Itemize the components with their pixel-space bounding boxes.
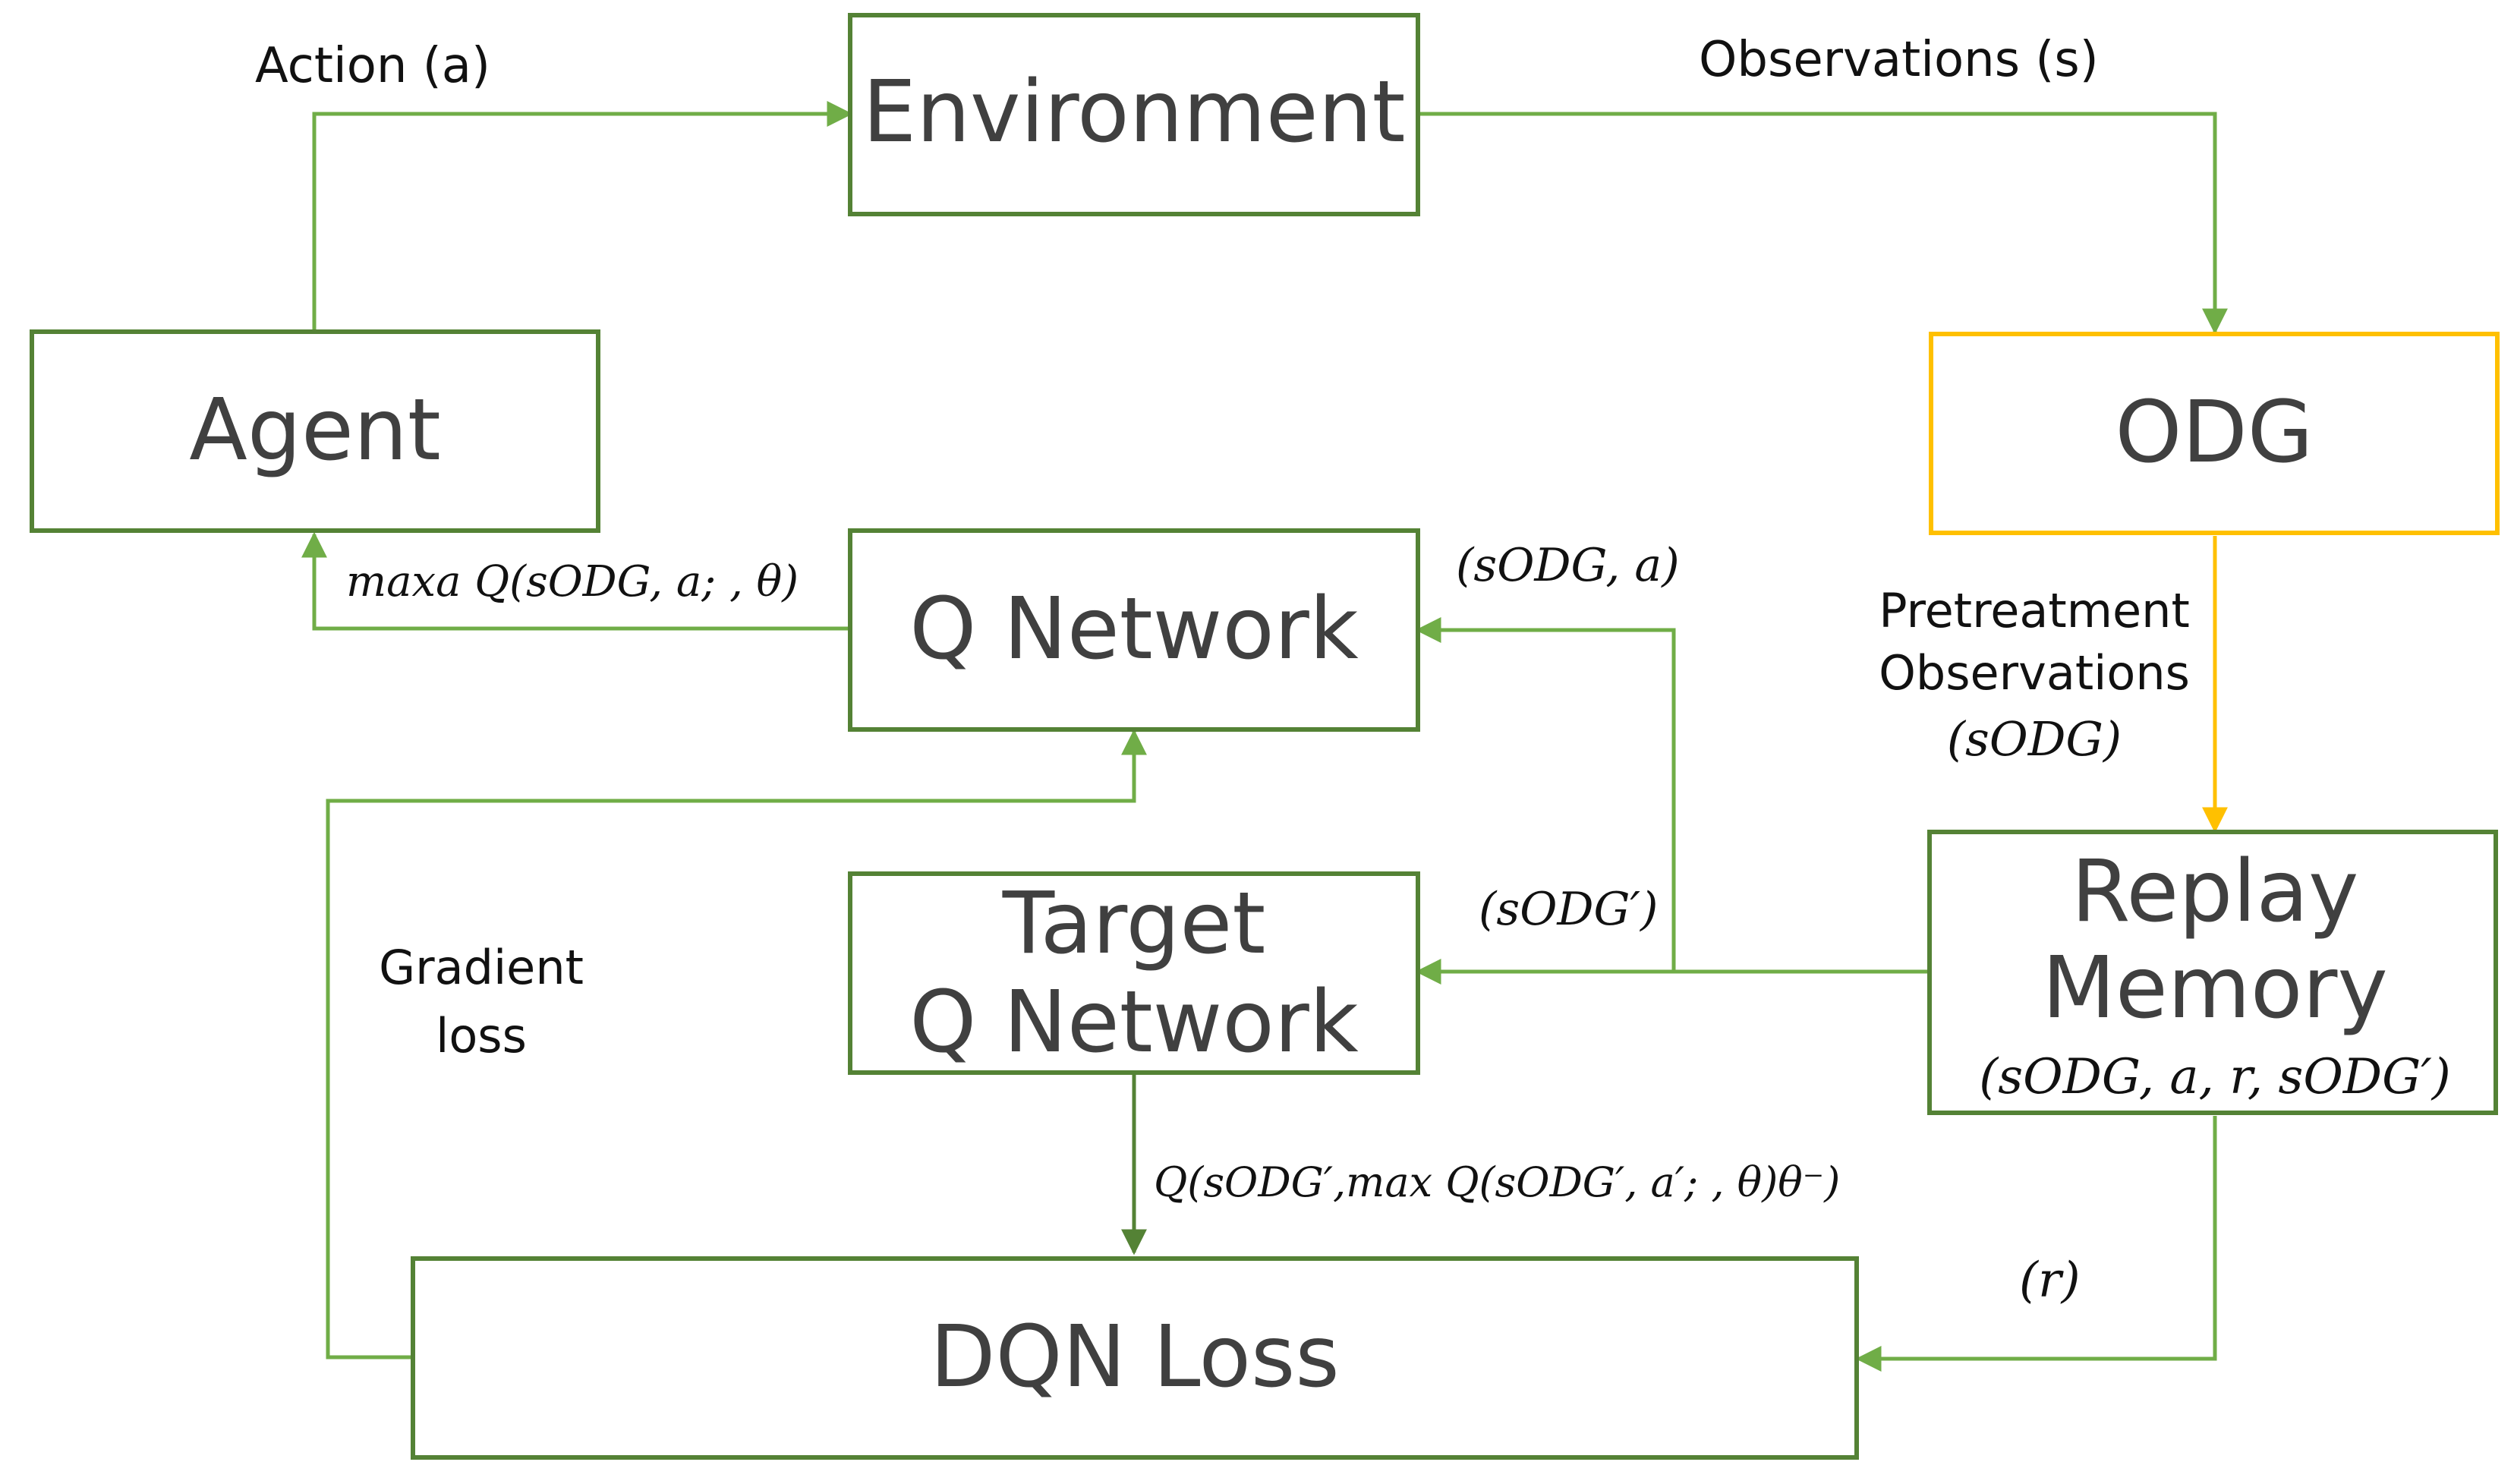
action-arrow [312,101,853,332]
gradient-loss-label-line2: loss [436,1008,527,1063]
target-q-label: Q(sODG′,max Q(sODG′, a′; , θ)θ⁻) [1154,1158,1840,1206]
dqn-loss-label: DQN Loss [930,1308,1339,1407]
odg-label: ODG [2115,383,2313,482]
max-q-label: maxa Q(sODG, a; , θ) [346,557,799,607]
reward-label: (r) [2019,1252,2081,1309]
gradient-loss-label-line1: Gradient [379,940,584,995]
target-q-network-label-line1: Target [1002,874,1266,973]
replay-memory-tuple: (sODG, a, r, sODG′) [1979,1049,2450,1105]
dqn-loss-box: DQN Loss [411,1256,1859,1460]
reward-arrow [1855,1116,2217,1372]
pretreatment-label-line3: (sODG) [1947,711,2122,767]
odg-box: ODG [1929,332,2500,535]
agent-box: Agent [30,329,600,533]
environment-box: Environment [848,13,1420,216]
replay-memory-label-line1: Replay [2071,843,2359,941]
state-action-label: (sODG, a) [1456,539,1680,592]
gradient-loss-arrow [326,729,1147,1360]
observations-label: Observations (s) [1699,32,2099,88]
replay-memory-box: Replay Memory (sODG, a, r, sODG′) [1927,830,2498,1115]
q-network-box: Q Network [848,528,1420,732]
q-network-label: Q Network [909,580,1359,679]
observations-arrow [1418,112,2228,335]
pretreatment-label-line2: Observations [1879,645,2190,701]
environment-label: Environment [862,63,1405,162]
target-q-network-box: Target Q Network [848,871,1420,1075]
target-q-network-label-line2: Q Network [909,973,1359,1072]
replay-memory-label-line2: Memory [2042,939,2388,1038]
agent-label: Agent [189,381,441,480]
action-label: Action (a) [255,38,490,94]
max-q-arrow [301,531,850,631]
next-state-label: (sODG′) [1479,883,1658,936]
pretreatment-label-line1: Pretreatment [1879,583,2190,638]
